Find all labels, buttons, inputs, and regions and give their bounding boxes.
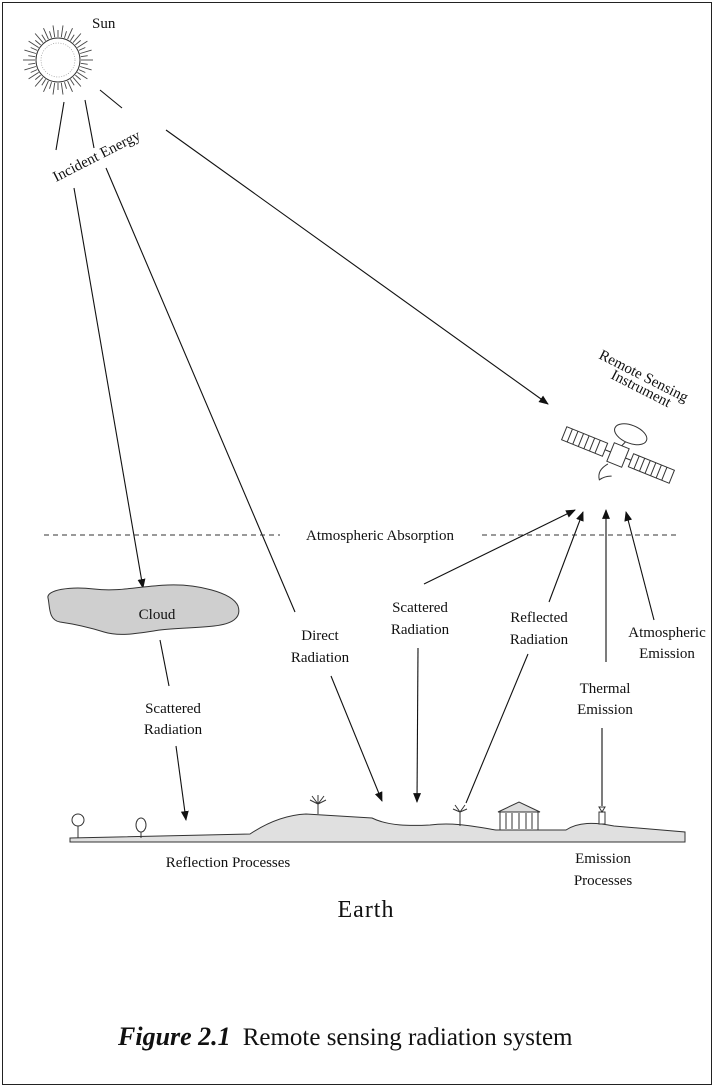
sun-ray [67,28,73,40]
figure-caption: Figure 2.1 Remote sensing radiation syste… [117,1022,573,1051]
emission-processes-label-2: Processes [574,873,632,889]
cloud-label: Cloud [139,607,176,623]
palm-tree-icon [309,795,327,814]
sun-ray [41,34,46,41]
reflected-lower-line [465,653,529,804]
sun-ray [72,77,82,87]
sun-ray [60,25,64,38]
reflected-radiation-label-1: Reflected [510,610,568,626]
sun-ray [75,40,81,46]
sun-ray [79,49,92,54]
sun-ray [30,47,38,51]
sun-ray [30,69,38,73]
reflected-radiation-label-2: Radiation [510,632,569,648]
sun-icon [23,25,93,95]
direct-radiation-label-1: Direct [301,628,339,644]
scattered-radiation-label-2: Radiation [391,622,450,638]
direct-radiation-arrow [330,675,383,802]
incident-energy-label: Incident Energy [51,128,144,186]
sun-ray [80,55,88,58]
sun-ray [49,31,52,39]
figure-number: Figure 2.1 [117,1022,231,1051]
sun-ray [43,80,49,92]
sun-ray [78,69,86,73]
reflected-up-arrow [548,511,584,603]
direct-radiation-label-2: Radiation [291,650,350,666]
sun-ray [28,72,39,80]
sun-ray [70,79,75,86]
sun-ray [78,47,86,51]
chimney-icon [598,806,606,825]
sun-ray [80,62,88,65]
sun-ray [77,40,88,48]
cloud-scattered-label-2: Radiation [144,722,203,738]
cloud-shape [47,584,240,635]
scattered-to-instrument-arrow [423,509,576,585]
sun-ray [34,77,44,87]
atmospheric-emission-label-2: Emission [639,646,695,662]
sun-ray [67,80,73,92]
sun-ray [35,40,41,46]
sun-ray [60,82,64,95]
sun-ray [24,49,37,54]
sun-ray [28,55,36,58]
sun-ray [52,25,56,38]
emission-processes-label-1: Emission [575,851,631,867]
sun-ray [77,72,88,80]
atmospheric-absorption-label: Atmospheric Absorption [306,528,454,544]
sun-ray [64,31,67,39]
satellite-icon [560,423,676,484]
thermal-emission-label-2: Emission [577,702,633,718]
sun-ray [75,74,81,80]
sun-ray [72,33,82,43]
sun-ray [52,82,56,95]
sun-ray [35,74,41,80]
earth-label: Earth [338,897,395,923]
figure-caption-text: Remote sensing radiation system [243,1024,573,1051]
arrow-to-instrument [165,129,549,405]
cloud-scatter-arrow [175,745,189,821]
atmospheric-emission-arrow [624,511,655,621]
scattered-radiation-label-1: Scattered [392,600,448,616]
direct-radiation-ray-upper [105,167,296,613]
cloud-scattered-label-1: Scattered [145,701,201,717]
palm-tree-small-icon [452,804,468,826]
incident-ray-2 [84,99,95,149]
reflection-processes-label: Reflection Processes [166,855,291,871]
tree-icon [71,813,85,838]
sun-ray [41,79,46,86]
sun-ray [49,81,52,89]
sun-label: Sun [92,16,116,32]
sun-ray [79,66,92,71]
sun-ray [34,33,44,43]
bush-icon [135,817,147,838]
earth-ground [69,813,686,843]
sun-ray [43,28,49,40]
sun-ray [70,34,75,41]
cloud-scatter-line [159,639,170,687]
incident-ray-1 [55,101,65,151]
sun-ray [28,62,36,65]
temple-icon [497,801,541,831]
arrow-to-cloud [73,187,146,589]
scattered-down-arrow [413,647,422,803]
thermal-emission-label-1: Thermal [580,681,631,697]
sun-ray [64,81,67,89]
incident-ray-3 [99,89,123,109]
sun-ray [28,40,39,48]
sun-ray [24,66,37,71]
atmospheric-emission-label-1: Atmospheric [628,625,706,641]
